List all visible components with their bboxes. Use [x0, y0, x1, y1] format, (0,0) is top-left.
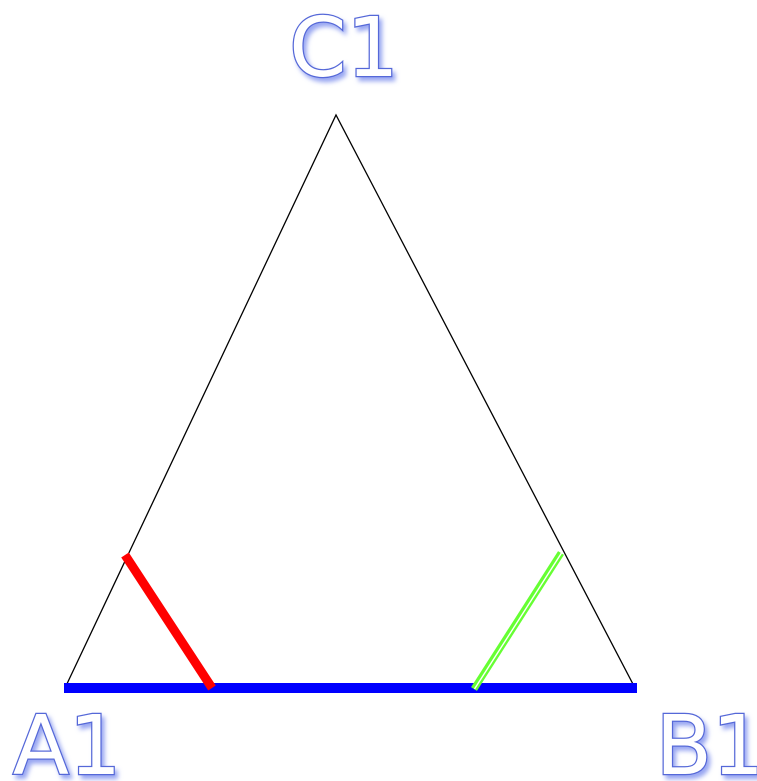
vertex-label-c1: C1 — [289, 1, 398, 96]
vertex-label-a1: A1 — [13, 699, 121, 781]
vertex-label-b1: B1 — [656, 699, 757, 781]
green-segment — [471, 551, 564, 691]
red-segment — [121, 552, 216, 691]
